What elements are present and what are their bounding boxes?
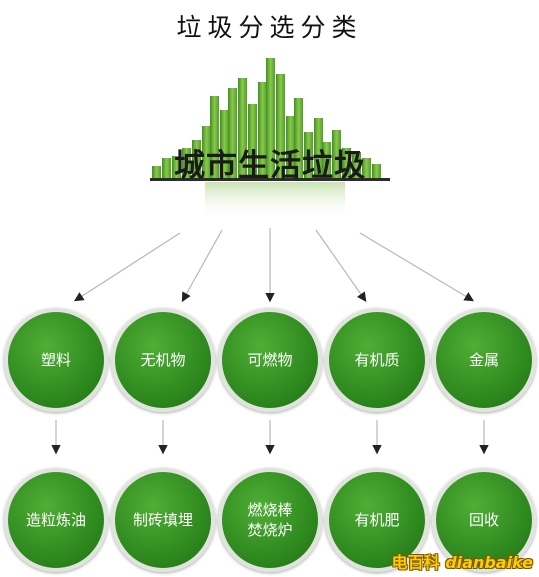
category-node: 塑料 <box>4 308 108 412</box>
skyline-bar <box>220 110 229 178</box>
result-node: 造粒炼油 <box>4 468 108 572</box>
result-node: 有机肥 <box>325 468 429 572</box>
skyline-bar <box>248 104 257 178</box>
result-label: 回收 <box>468 511 499 529</box>
result-node: 回收 <box>432 468 536 572</box>
skyline-bar <box>152 166 161 178</box>
arrow-to-category <box>73 232 181 302</box>
skyline-bar <box>304 132 313 178</box>
result-label: 燃烧棒 <box>247 501 293 519</box>
skyline-bar <box>362 158 371 178</box>
skyline-bar <box>322 142 331 178</box>
skyline-bar <box>266 58 275 178</box>
category-node: 金属 <box>432 308 536 412</box>
result-node: 制砖填埋 <box>111 468 215 572</box>
result-label: 造粒炼油 <box>25 511 86 529</box>
category-node: 有机质 <box>325 308 429 412</box>
skyline-bar <box>228 88 237 178</box>
watermark-text: 电百科 dianbaike <box>391 553 533 572</box>
skyline-bar <box>202 126 211 178</box>
result-label: 焚烧炉 <box>247 521 293 539</box>
category-node: 可燃物 <box>218 308 322 412</box>
skyline-bar <box>276 74 285 178</box>
category-node: 无机物 <box>111 308 215 412</box>
skyline-bar <box>294 98 303 178</box>
skyline-bar <box>258 82 267 178</box>
arrow-to-category <box>181 229 223 303</box>
arrow-to-category <box>315 229 367 302</box>
skyline-bar <box>182 148 191 178</box>
skyline-base-line <box>150 178 390 181</box>
category-label: 可燃物 <box>247 351 293 369</box>
skyline-bar <box>332 130 341 178</box>
arrow-to-category <box>359 232 475 302</box>
result-label: 制砖填埋 <box>132 511 193 529</box>
diagram-title: 垃圾分选分类 <box>176 13 363 42</box>
skyline-bar <box>342 148 351 178</box>
city-skyline-graphic <box>150 58 390 220</box>
skyline-bar <box>162 158 171 178</box>
category-label: 塑料 <box>40 351 71 369</box>
skyline-bar <box>172 156 181 178</box>
skyline-bar <box>314 118 323 178</box>
main-source-label: 城市生活垃圾 <box>174 148 366 184</box>
skyline-bar <box>192 140 201 178</box>
skyline-reflection <box>205 182 345 220</box>
category-label: 有机质 <box>354 351 400 369</box>
skyline-bar <box>238 78 247 178</box>
category-label: 金属 <box>468 351 499 369</box>
skyline-bar <box>352 152 361 178</box>
category-label: 无机物 <box>140 351 186 369</box>
result-node: 燃烧棒焚烧炉 <box>218 468 322 572</box>
skyline-bar <box>210 96 219 178</box>
skyline-bar <box>372 164 381 178</box>
result-label: 有机肥 <box>354 511 400 529</box>
skyline-bar <box>286 116 295 178</box>
